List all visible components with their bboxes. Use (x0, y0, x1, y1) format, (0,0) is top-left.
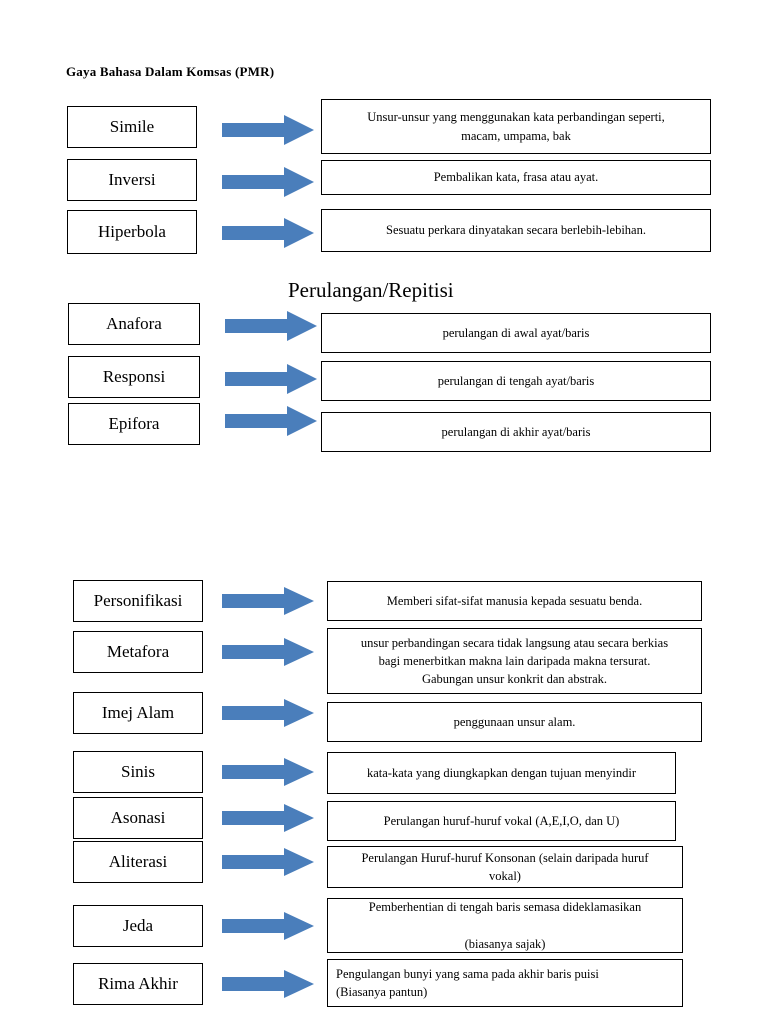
definition-text: Pembalikan kata, frasa atau ayat. (433, 170, 599, 185)
definition-text: kata-kata yang diungkapkan dengan tujuan… (366, 765, 636, 780)
term-label: Imej Alam (101, 702, 175, 722)
arrow-icon (222, 912, 314, 940)
definition-box-inversi: Pembalikan kata, frasa atau ayat. (321, 160, 711, 195)
term-box-simile: Simile (67, 106, 197, 148)
arrow-icon (222, 638, 314, 666)
definition-text: Pemberhentian di tengah baris semasa did… (368, 900, 642, 951)
arrow-icon (222, 848, 314, 876)
term-box-rima-akhir: Rima Akhir (73, 963, 203, 1005)
definition-box-simile: Unsur-unsur yang menggunakan kata perban… (321, 99, 711, 154)
term-box-epifora: Epifora (68, 403, 200, 445)
term-label: Personifikasi (93, 590, 183, 610)
definition-box-epifora: perulangan di akhir ayat/baris (321, 412, 711, 452)
definition-box-metafora: unsur perbandingan secara tidak langsung… (327, 628, 702, 694)
page-title: Gaya Bahasa Dalam Komsas (PMR) (66, 64, 275, 79)
arrow-icon (222, 115, 314, 145)
term-label: Responsi (102, 366, 166, 386)
definition-text: perulangan di awal ayat/baris (442, 325, 590, 340)
definition-text: unsur perbandingan secara tidak langsung… (360, 635, 669, 687)
term-label: Rima Akhir (98, 973, 178, 993)
arrow-icon (225, 311, 317, 341)
definition-box-rima-akhir: Pengulangan bunyi yang sama pada akhir b… (327, 959, 683, 1007)
term-label: Epifora (108, 413, 160, 433)
term-box-metafora: Metafora (73, 631, 203, 673)
arrow-icon (222, 804, 314, 832)
definition-box-asonasi: Perulangan huruf-huruf vokal (A,E,I,O, d… (327, 801, 676, 841)
term-label: Jeda (122, 915, 154, 935)
term-box-imej-alam: Imej Alam (73, 692, 203, 734)
definition-text: perulangan di tengah ayat/baris (437, 373, 595, 388)
term-box-jeda: Jeda (73, 905, 203, 947)
term-label: Asonasi (110, 807, 166, 827)
term-label: Metafora (106, 641, 170, 661)
term-label: Inversi (108, 169, 156, 189)
definition-text: Perulangan Huruf-huruf Konsonan (selain … (361, 850, 649, 883)
term-label: Anafora (106, 313, 162, 333)
arrow-icon (222, 758, 314, 786)
term-label: Simile (109, 116, 155, 136)
definition-box-jeda: Pemberhentian di tengah baris semasa did… (327, 898, 683, 953)
definition-text: Perulangan huruf-huruf vokal (A,E,I,O, d… (383, 813, 620, 828)
arrow-icon (222, 587, 314, 615)
arrow-icon (222, 167, 314, 197)
definition-box-personifikasi: Memberi sifat-sifat manusia kepada sesua… (327, 581, 702, 621)
term-box-inversi: Inversi (67, 159, 197, 201)
term-box-sinis: Sinis (73, 751, 203, 793)
definition-text: perulangan di akhir ayat/baris (441, 424, 591, 439)
definition-box-responsi: perulangan di tengah ayat/baris (321, 361, 711, 401)
term-box-responsi: Responsi (68, 356, 200, 398)
term-label: Hiperbola (98, 221, 166, 241)
definition-text: Pengulangan bunyi yang sama pada akhir b… (336, 966, 599, 999)
definition-text: penggunaan unsur alam. (453, 714, 576, 729)
definition-box-hiperbola: Sesuatu perkara dinyatakan secara berleb… (321, 209, 711, 252)
arrow-icon (225, 364, 317, 394)
term-box-asonasi: Asonasi (73, 797, 203, 839)
definition-box-aliterasi: Perulangan Huruf-huruf Konsonan (selain … (327, 846, 683, 888)
definition-box-anafora: perulangan di awal ayat/baris (321, 313, 711, 353)
term-box-aliterasi: Aliterasi (73, 841, 203, 883)
term-label: Sinis (120, 761, 156, 781)
arrow-icon (222, 970, 314, 998)
arrow-icon (222, 699, 314, 727)
definition-text: Unsur-unsur yang menggunakan kata perban… (367, 110, 665, 143)
definition-box-sinis: kata-kata yang diungkapkan dengan tujuan… (327, 752, 676, 794)
arrow-icon (225, 406, 317, 436)
definition-box-imej-alam: penggunaan unsur alam. (327, 702, 702, 742)
section-heading-perulangan: Perulangan/Repitisi (288, 278, 454, 302)
term-label: Aliterasi (108, 851, 168, 871)
term-box-hiperbola: Hiperbola (67, 210, 197, 254)
arrow-icon (222, 218, 314, 248)
definition-text: Sesuatu perkara dinyatakan secara berleb… (386, 223, 646, 238)
term-box-anafora: Anafora (68, 303, 200, 345)
term-box-personifikasi: Personifikasi (73, 580, 203, 622)
definition-text: Memberi sifat-sifat manusia kepada sesua… (386, 593, 643, 608)
